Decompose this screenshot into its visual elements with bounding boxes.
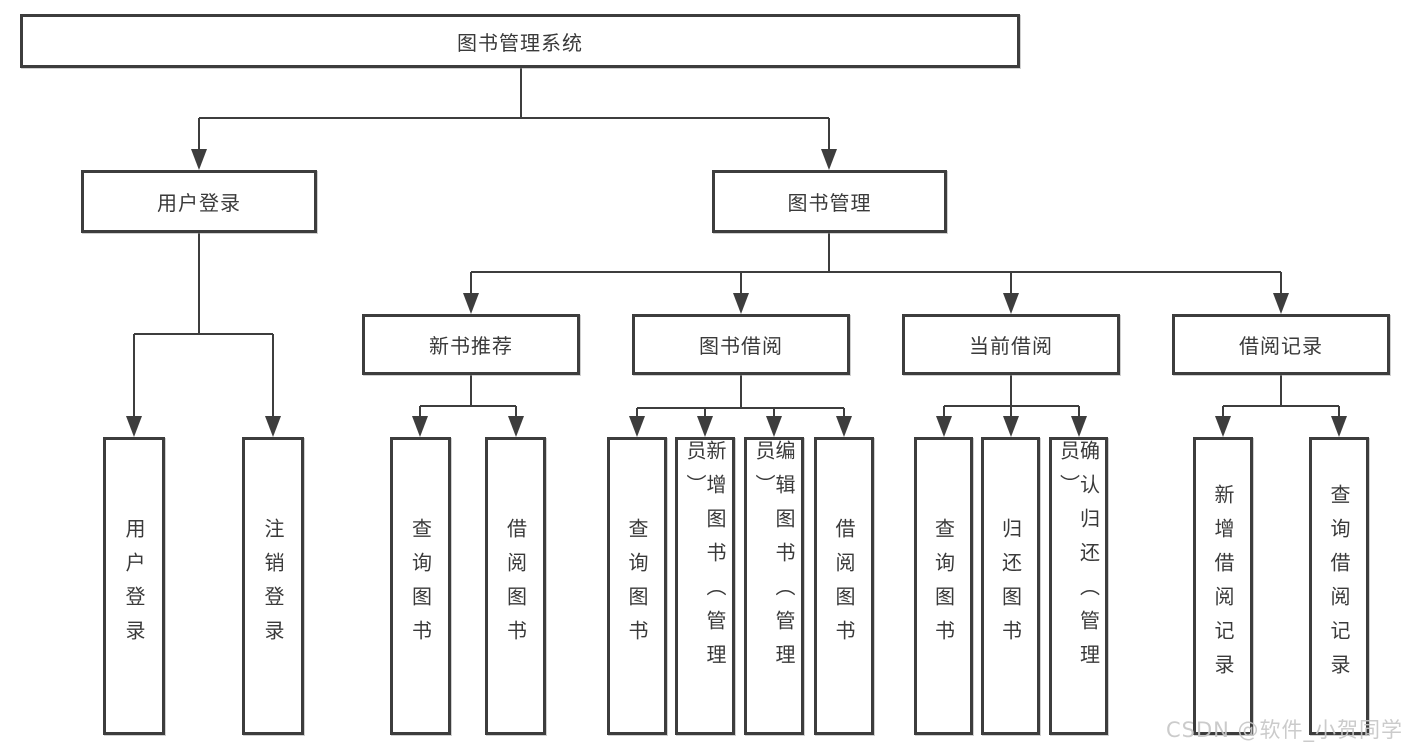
leaf-label: 新增图书（管理员） [683,440,727,678]
leaf-borrow-books-recommend: 借阅图书 [485,437,546,735]
leaf-label: 查询借阅记录 [1327,484,1351,688]
leaf-return-books: 归还图书 [981,437,1040,735]
leaf-query-books-recommend: 查询图书 [390,437,451,735]
leaf-label: 归还图书 [998,518,1023,654]
node-current-borrowing: 当前借阅 [902,314,1120,375]
leaf-edit-books-admin: 编辑图书（管理员） [744,437,804,735]
leaf-logout: 注销登录 [242,437,304,735]
leaf-query-books-current: 查询图书 [914,437,973,735]
leaf-label: 借阅图书 [503,518,528,654]
leaf-label: 借阅图书 [832,518,856,654]
leaf-label: 编辑图书（管理员） [752,440,796,678]
node-new-book-recommendation: 新书推荐 [362,314,580,375]
leaf-label: 查询图书 [625,518,649,654]
leaf-label: 注销登录 [261,518,285,654]
leaf-confirm-return-admin: 确认归还（管理员） [1049,437,1108,735]
leaf-query-books-borrowing: 查询图书 [607,437,667,735]
leaf-borrow-books: 借阅图书 [814,437,874,735]
leaf-label: 查询图书 [931,518,956,654]
node-library-management-system: 图书管理系统 [20,14,1020,68]
node-borrowing-records: 借阅记录 [1172,314,1390,375]
leaf-add-books-admin: 新增图书（管理员） [675,437,735,735]
node-user-login: 用户登录 [81,170,317,233]
node-book-management: 图书管理 [712,170,947,233]
leaf-label: 新增借阅记录 [1211,484,1235,688]
leaf-label: 查询图书 [408,518,433,654]
csdn-watermark: CSDN @软件_小贺同学 [1166,718,1404,742]
leaf-user-login: 用户登录 [103,437,165,735]
leaf-add-borrow-record: 新增借阅记录 [1193,437,1253,735]
leaf-label: 确认归还（管理员） [1056,440,1101,678]
leaf-label: 用户登录 [122,518,146,654]
leaf-query-borrow-record: 查询借阅记录 [1309,437,1369,735]
node-book-borrowing: 图书借阅 [632,314,850,375]
